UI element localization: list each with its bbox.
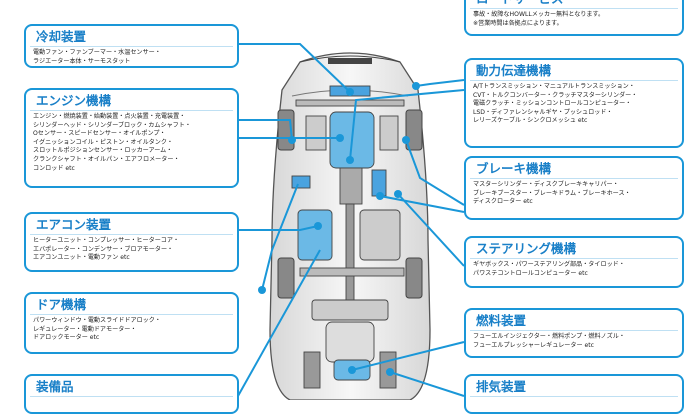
fuel-title: 燃料装置 [470,310,678,331]
aircon-title: エアコン装置 [30,214,233,235]
brake-title: ブレーキ機構 [470,158,678,179]
door-title: ドア機構 [30,294,233,315]
exhaust-title: 排気装置 [470,376,678,397]
aircon-box: エアコン装置 ヒーターユニット・コンプレッサー・ヒーターコア・ エバポレーター・… [24,212,239,272]
road-service-box: ロードサービス 事故・故障なHOWLLメッカー無料となります。 ※営業時間は各拠… [464,0,684,36]
equipment-box: 装備品 [24,374,239,414]
engine-title: エンジン機構 [30,90,233,111]
brake-parts: マスターシリンダー・ディスクブレーキキャリパー・ ブレーキブースター・ブレーキド… [473,181,631,206]
transmission-title: 動力伝達機構 [470,60,678,81]
connector-lines [237,43,465,397]
cooling-box: 冷却装置 電動ファン・ファンブーマー・水温センサー・ ラジエーター本体・サーモス… [24,24,239,68]
fuel-box: 燃料装置 フューエルインジェクター・燃料ポンプ・燃料ノズル・ フューエルプレッシ… [464,308,684,358]
road-service-note: 事故・故障なHOWLLメッカー無料となります。 ※営業時間は各拠点によります。 [473,11,605,27]
transmission-box: 動力伝達機構 A/Tトランスミッション・マニュアルトランスミッション・ CVT・… [464,58,684,148]
exhaust-box: 排気装置 [464,374,684,414]
brake-box: ブレーキ機構 マスターシリンダー・ディスクブレーキキャリパー・ ブレーキブースタ… [464,156,684,220]
door-parts: パワーウィンドウ・電動スライドドアロック・ レギュレーター・電動ドアモーター・ … [33,317,161,342]
steering-parts: ギヤボックス・パワーステアリング部品・タイロッド・ パワステコントロールコンピュ… [473,261,625,277]
transmission-parts: A/Tトランスミッション・マニュアルトランスミッション・ CVT・トルクコンバー… [473,83,638,125]
equipment-title: 装備品 [30,376,233,397]
cooling-title: 冷却装置 [30,26,233,47]
car-chassis-diagram [237,43,465,400]
connector-dots [258,82,420,376]
engine-parts: エンジン・燃焼装置・始動装置・点火装置・充電装置・ シリンダーヘッド・シリンダー… [33,113,191,172]
steering-box: ステアリング機構 ギヤボックス・パワーステアリング部品・タイロッド・ パワステコ… [464,236,684,288]
door-box: ドア機構 パワーウィンドウ・電動スライドドアロック・ レギュレーター・電動ドアモ… [24,292,239,354]
road-service-title: ロードサービス [470,0,678,9]
aircon-parts: ヒーターユニット・コンプレッサー・ヒーターコア・ エバポレーター・コンデンサー・… [33,237,180,262]
engine-box: エンジン機構 エンジン・燃焼装置・始動装置・点火装置・充電装置・ シリンダーヘッ… [24,88,239,188]
fuel-parts: フューエルインジェクター・燃料ポンプ・燃料ノズル・ フューエルプレッシャーレギュ… [473,333,625,349]
cooling-parts: 電動ファン・ファンブーマー・水温センサー・ ラジエーター本体・サーモスタット [33,49,161,65]
steering-title: ステアリング機構 [470,238,678,259]
